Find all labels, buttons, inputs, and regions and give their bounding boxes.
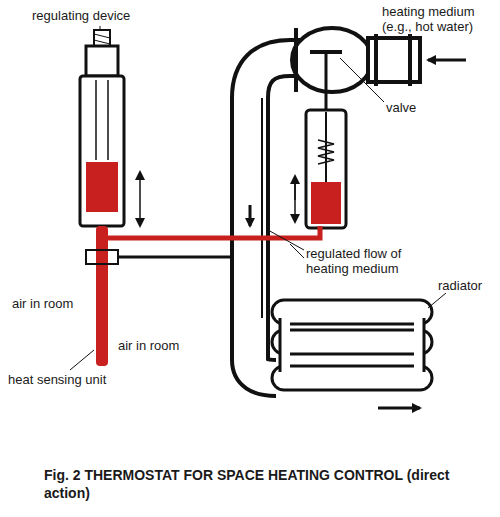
part-label: heat sensing unit [6,372,108,387]
part-label: heating medium (e.g., hot water) [380,4,496,34]
heat-sensing-unit [86,226,230,366]
flow-arrow [249,205,252,226]
part-label: radiator [436,278,484,293]
radiator-symbol [272,300,432,390]
valve-actuator [295,110,346,228]
regulating-device [80,30,140,226]
part-label: valve [384,100,418,115]
ambient-label: air in room [116,338,181,353]
figure-caption: Fig. 2 THERMOSTAT FOR SPACE HEATING CONT… [44,466,464,502]
capillary-tube [102,226,320,238]
ambient-label: air in room [10,296,75,311]
part-label: regulating device [30,8,132,23]
flow-label: regulated flow of heating medium [304,246,440,276]
inflow-arrow [428,59,466,62]
flow-arrow [378,407,420,410]
leader-line [70,26,446,370]
